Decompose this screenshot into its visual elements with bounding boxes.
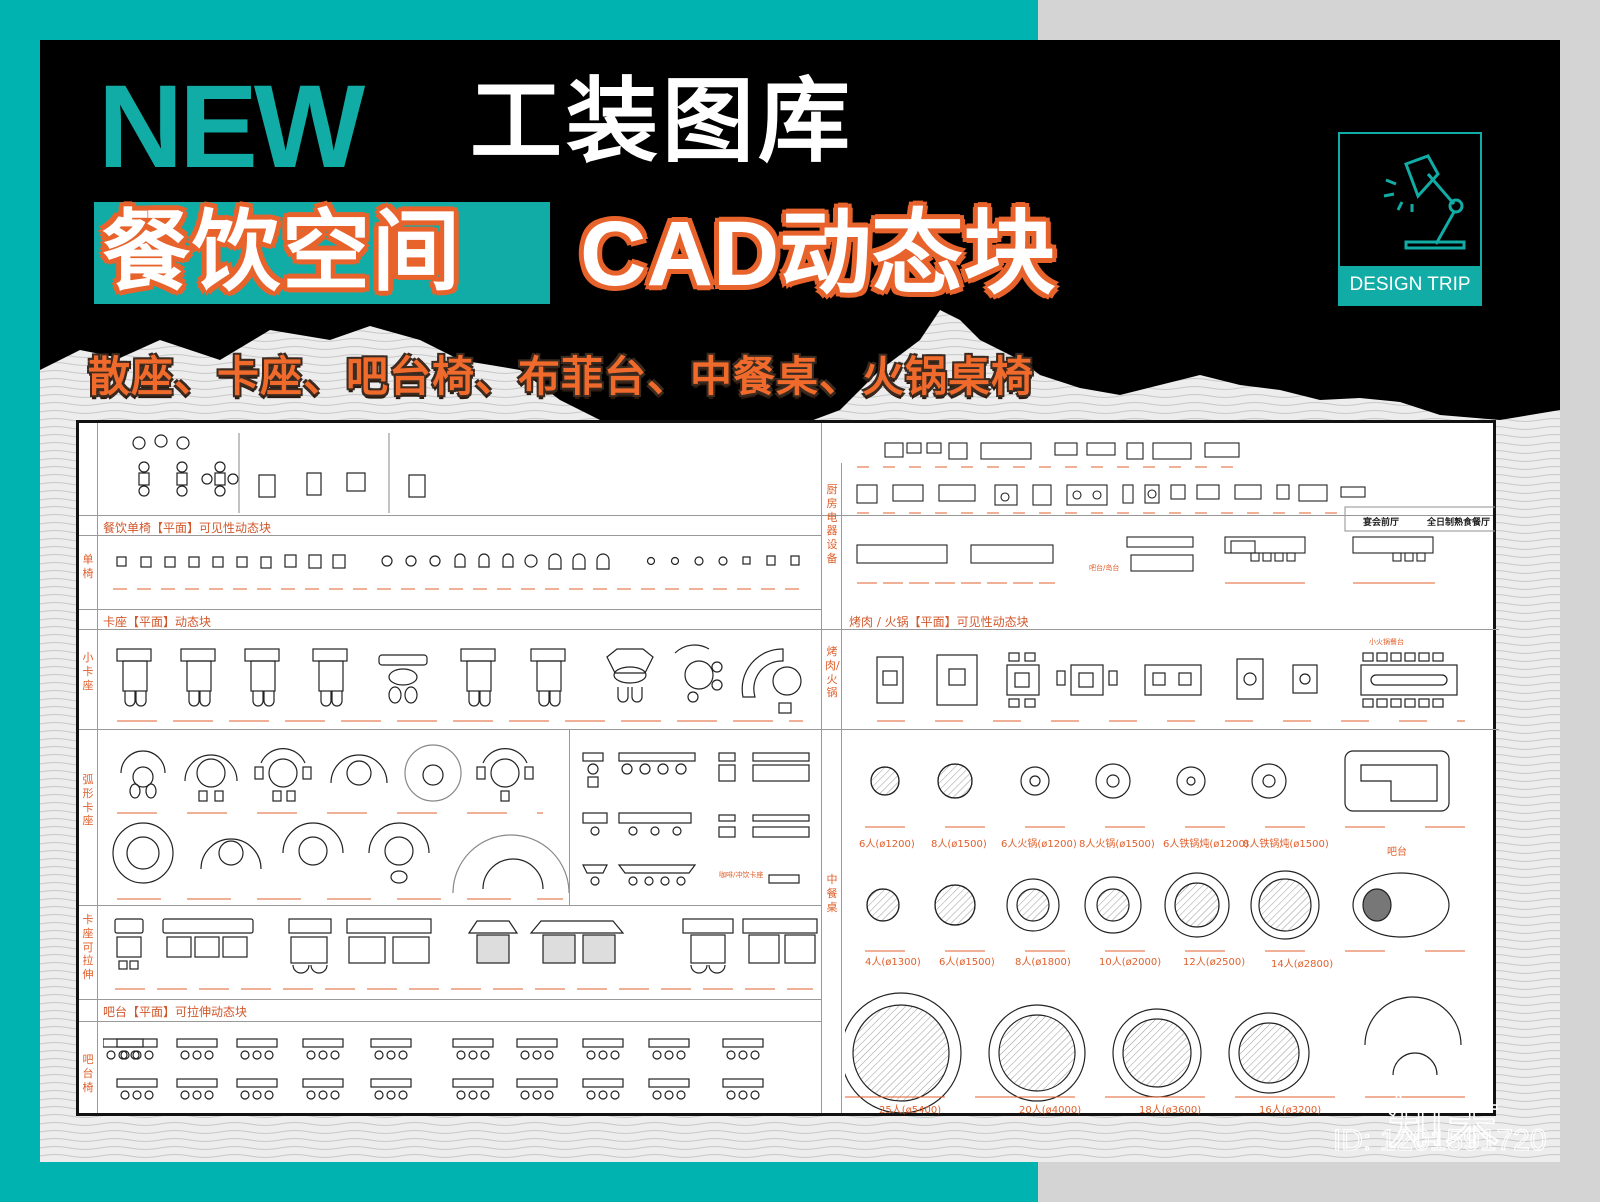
cad-dynamic-block-title: CAD动态块 [580,203,1056,305]
side-label-kitchen: 厨房电器设备 [826,483,838,565]
item-list-subtitle: 散座、卡座、吧台椅、布菲台、中餐桌、火锅桌椅 [88,352,1035,401]
table-label-16: 16人(ø3200) [1259,1105,1322,1116]
side-label-bbq: 烤肉/火锅 [825,645,840,700]
bar-stool-blocks [103,1038,764,1100]
loose-seating-blocks [132,433,426,513]
bbq-hotpot-blocks [876,652,1465,722]
table-label-8-hotpot: 8人火锅(ø1500) [1079,839,1155,850]
side-label-stretch-booth: 卡座可拉伸 [82,913,94,981]
left-label-column [97,423,98,1113]
right-label-column [841,463,842,1113]
table-label-8: 8人(ø1500) [931,839,987,850]
section-title-bar: 吧台【平面】可拉伸动态块 [103,1005,248,1019]
section-title-bbq: 烤肉 / 火锅【平面】可见性动态块 [849,615,1029,629]
library-title: 工装图库 [470,68,855,175]
table-label-25: 25人(ø5400) [879,1105,942,1116]
section-title-single-chairs: 餐饮单椅【平面】可见性动态块 [103,521,272,535]
category-title: 餐饮空间 [102,200,463,303]
logo-caption: DESIGN TRIP [1340,266,1480,304]
booth-blocks [116,644,803,722]
bench-booth-blocks [582,752,810,886]
watermark-logo: 知末 [1387,1091,1501,1156]
side-label-single-chairs: 单椅 [82,553,94,580]
poster-card: NEW 工装图库 餐饮空间 CAD动态块 DESIGN TRIP 散座、卡座、吧… [40,40,1560,1162]
side-label-bar-stool: 吧台椅 [82,1053,94,1094]
table-label-4: 4人(ø1300) [865,957,921,968]
watermark-id: ID: 1201591720 [1333,1124,1548,1158]
table-label-12: 12人(ø2500) [1183,957,1246,968]
kitchen-equipment-blocks [856,442,1495,584]
cad-sheet: 餐饮单椅【平面】可见性动态块 单椅 卡座【平面】动态块 小卡座 [76,420,1499,1116]
table-label-18: 18人(ø3600) [1139,1105,1202,1116]
table-label-bar: 吧台 [1387,847,1407,858]
stretch-booth-blocks [114,918,818,990]
note-bar-island: 吧台/岛台 [1089,564,1120,572]
center-divider [821,423,822,1113]
category-highlight-box [94,202,550,304]
table-label-14: 14人(ø2800) [1271,959,1334,970]
new-label: NEW [98,61,365,193]
note-coffee-booth: 咖啡/冲饮卡座 [719,871,764,879]
table-label-10: 10人(ø2000) [1099,957,1162,968]
single-chair-blocks [113,553,807,590]
design-trip-logo: DESIGN TRIP [1338,132,1482,306]
venue-label-all-day: 全日制熟食餐厅 [1427,518,1491,528]
table-label-6-iron-pot: 6人铁锅炖(ø1200) [1163,839,1249,850]
table-label-6-hotpot: 6人火锅(ø1200) [1001,839,1077,850]
arc-booth-blocks [112,744,569,900]
side-label-small-booth: 小卡座 [82,651,94,692]
table-label-8-iron-pot: 8人铁锅炖(ø1500) [1243,839,1329,850]
table-label-20: 20人(ø4000) [1019,1105,1082,1116]
side-label-arc-booth: 弧形卡座 [82,773,94,828]
desk-lamp-icon [1383,154,1466,250]
venue-label-banquet: 宴会前厅 [1363,518,1400,528]
note-small-hotpot: 小火锅餐台 [1369,638,1404,646]
table-label-6b: 6人(ø1500) [939,957,995,968]
section-title-booth: 卡座【平面】动态块 [103,615,212,629]
chinese-round-table-blocks [845,750,1465,1114]
table-label-6: 6人(ø1200) [859,839,915,850]
table-label-8b: 8人(ø1800) [1015,957,1071,968]
side-label-chinese-table: 中餐桌 [826,873,838,914]
